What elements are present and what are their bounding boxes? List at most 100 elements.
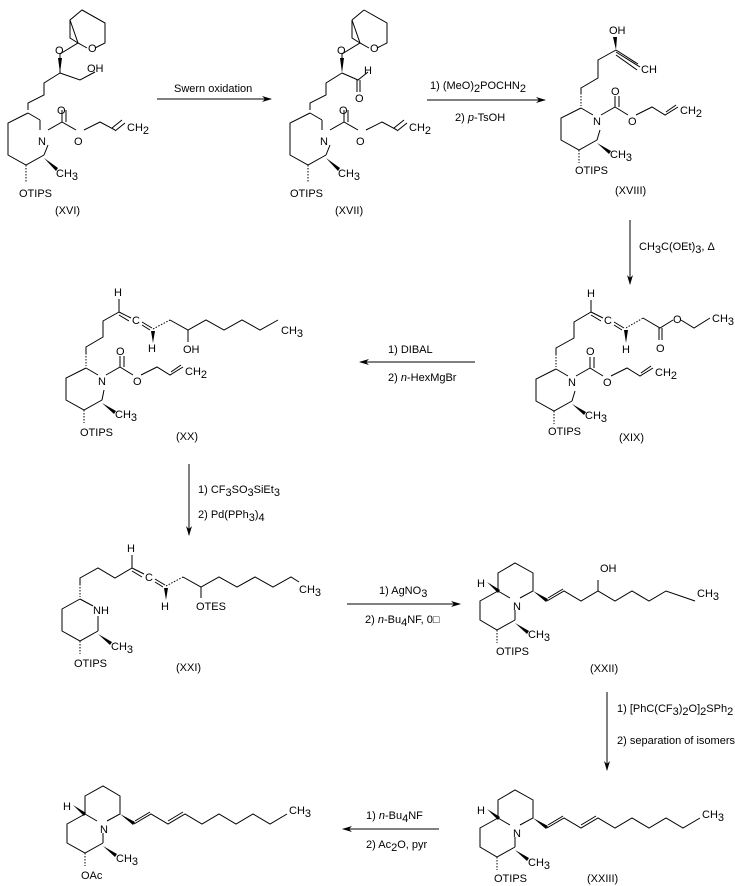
group-H-ring: H	[477, 805, 485, 817]
group-aldehyde-O: O	[355, 93, 364, 105]
compound-label-XXIII: (XXIII)	[587, 873, 618, 885]
group-H-top: H	[587, 288, 595, 300]
group-C-allene: C	[145, 572, 153, 584]
group-O-thp: O	[337, 45, 346, 57]
group-H-top: H	[114, 287, 122, 299]
condition-step7b: 2) separation of isomers	[617, 735, 735, 747]
arrow-step-3: CH3C(OEt)3, Δ	[627, 220, 715, 285]
group-OH: OH	[87, 63, 104, 75]
group-CH3: CH3	[115, 409, 137, 424]
group-CH2: CH2	[185, 366, 207, 381]
group-CH3: CH3	[528, 857, 550, 872]
group-N: N	[593, 116, 601, 128]
group-OTIPS: OTIPS	[496, 646, 529, 658]
group-carbonyl-O: O	[116, 346, 125, 358]
group-ester-O: O	[673, 314, 682, 326]
compound-label-XX: (XX)	[176, 431, 198, 443]
group-H-bottom: H	[148, 343, 156, 355]
group-N: N	[320, 136, 328, 148]
compound-final-acetate: H N CH3 CH3 OAc	[63, 785, 311, 882]
compound-label-XVIII: (XVIII)	[615, 185, 646, 197]
group-CH3: CH3	[116, 853, 138, 868]
condition-step6b: 2) n-Bu4NF, 0□	[365, 614, 440, 629]
condition-step5a: 1) CF3SO3SiEt3	[198, 484, 280, 499]
group-OTIPS: OTIPS	[80, 427, 113, 439]
group-CH3: CH3	[56, 168, 78, 183]
group-OAc: OAc	[81, 870, 103, 882]
group-carbamate-O: O	[603, 377, 612, 389]
condition-step4b: 2) n-HexMgBr	[388, 372, 457, 384]
group-CH3: CH3	[338, 168, 360, 183]
arrow-step-6: 1) AgNO3 2) n-Bu4NF, 0□	[347, 585, 461, 629]
group-CH3-chain: CH3	[702, 809, 724, 824]
group-carbamate-O: O	[133, 376, 142, 388]
group-CH-alkyne: CH	[641, 64, 657, 76]
group-O-ring: O	[370, 43, 379, 55]
compound-XXII: H N OH CH3 CH3 OTIPS (XXII)	[477, 562, 719, 675]
condition-step7a: 1) [PhC(CF3)2O]2SPh2	[617, 703, 733, 718]
compound-XVII: H O O O O N O CH2 CH3 OTIPS (XVII)	[289, 9, 431, 217]
compound-XIX: H C H O CH3 O O N O CH2 CH3 OTIPS (XIX)	[535, 288, 734, 444]
group-N: N	[100, 824, 108, 836]
group-OTIPS: OTIPS	[19, 188, 52, 200]
group-CH3-chain: CH3	[299, 584, 321, 599]
group-carbonyl-O-ester: O	[656, 343, 665, 355]
group-ester-O: O	[628, 116, 637, 128]
condition-step8b: 2) Ac2O, pyr	[366, 839, 427, 854]
group-C-allene: C	[604, 315, 612, 327]
condition-step3: CH3C(OEt)3, Δ	[639, 241, 715, 256]
group-CH3: CH3	[610, 149, 632, 164]
condition-step2b: 2) p-TsOH	[455, 112, 505, 124]
compound-label-XVII: (XVII)	[335, 205, 363, 217]
group-N: N	[38, 136, 46, 148]
group-OTES: OTES	[196, 601, 226, 613]
group-H-ring: H	[63, 801, 71, 813]
arrow-step-4: 1) DIBAL 2) n-HexMgBr	[359, 344, 475, 384]
group-carbonyl-O: O	[586, 346, 595, 358]
group-OH: OH	[609, 25, 626, 37]
group-OH: OH	[183, 344, 200, 356]
arrow-step-2: 1) (MeO)2POCHN2 2) p-TsOH	[427, 80, 546, 124]
condition-step6a: 1) AgNO3	[379, 585, 427, 600]
group-H-top: H	[127, 543, 135, 555]
group-CH3: CH3	[585, 410, 607, 425]
group-N: N	[568, 377, 576, 389]
compound-label-XXI: (XXI)	[176, 662, 201, 674]
compound-XXI: H C H OTES CH3 NH CH3 OTIPS (XXI)	[61, 543, 321, 674]
group-CH3-chain: CH3	[289, 805, 311, 820]
group-H-aldehyde: H	[364, 65, 372, 77]
group-OTIPS: OTIPS	[494, 873, 527, 885]
arrow-step-1: Swern oxidation	[157, 83, 272, 102]
group-CH3: CH3	[528, 629, 550, 644]
group-CH3: CH3	[111, 641, 133, 656]
compound-XVIII: OH CH O N O CH2 CH3 OTIPS (XVIII)	[560, 25, 702, 197]
condition-step4a: 1) DIBAL	[388, 344, 433, 356]
group-ester-O: O	[356, 136, 365, 148]
group-carbonyl-O: O	[339, 105, 348, 117]
group-O-thp: O	[55, 45, 64, 57]
group-CH2: CH2	[655, 367, 677, 382]
arrow-step-5: 1) CF3SO3SiEt3 2) Pd(PPh3)4	[186, 464, 280, 536]
arrow-step-7: 1) [PhC(CF3)2O]2SPh2 2) separation of is…	[604, 692, 735, 771]
group-H-ring: H	[477, 578, 485, 590]
group-CH2: CH2	[680, 105, 702, 120]
group-OTIPS: OTIPS	[74, 658, 107, 670]
group-H-bottom: H	[161, 601, 169, 613]
group-CH3-chain: CH3	[697, 588, 719, 603]
condition-step2a: 1) (MeO)2POCHN2	[430, 80, 526, 95]
condition-step8a: 1) n-Bu4NF	[366, 810, 423, 825]
group-carbonyl-O: O	[611, 86, 620, 98]
group-CH2: CH2	[409, 122, 431, 137]
compound-XX: H C H OH CH3 O N O CH2 CH3 OTIPS (XX)	[65, 287, 303, 443]
group-NH: NH	[93, 605, 109, 617]
condition-swern: Swern oxidation	[174, 83, 252, 95]
compound-XVI: OH O O O N O CH2 CH3 OTIPS (XVI)	[7, 9, 149, 217]
compound-label-XIX: (XIX)	[619, 432, 644, 444]
group-ester-O: O	[74, 136, 83, 148]
compound-label-XXII: (XXII)	[590, 663, 618, 675]
compound-label-XVI: (XVI)	[55, 205, 80, 217]
condition-step5b: 2) Pd(PPh3)4	[198, 509, 265, 524]
group-C-allene: C	[132, 315, 140, 327]
group-N: N	[513, 828, 521, 840]
